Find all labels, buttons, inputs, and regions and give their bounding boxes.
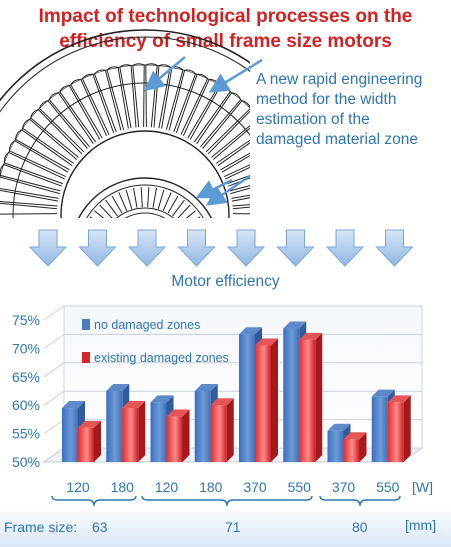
down-arrow: [177, 229, 216, 267]
power-label: 180: [199, 479, 223, 495]
bar-damage: [343, 432, 367, 462]
power-label: 120: [154, 479, 179, 495]
frame-size-label: Frame size:: [4, 519, 78, 535]
annotation-line-4: damaged material zone: [256, 131, 418, 148]
power-unit: [W]: [412, 479, 433, 495]
gridline: [43, 305, 422, 321]
frame-brace: [319, 495, 401, 507]
y-tick-label: 75%: [12, 312, 40, 328]
bar-damage: [122, 401, 146, 462]
bar-damage: [210, 398, 234, 462]
annotation-arrows: [144, 56, 263, 206]
frame-size-71: 71: [225, 519, 241, 535]
frame-size-80: 80: [352, 519, 368, 535]
frame-brace: [141, 495, 313, 507]
annotation-line-2: method for the width: [256, 91, 397, 108]
power-label: 550: [376, 479, 400, 495]
down-arrow: [276, 229, 315, 267]
frame-size-unit: [mm]: [405, 517, 437, 533]
power-label: 370: [243, 479, 267, 495]
annotation-line-1: A new rapid engineering: [256, 71, 423, 88]
frame-brace: [51, 495, 137, 507]
y-tick-label: 60%: [12, 397, 40, 413]
power-label: 180: [110, 479, 134, 495]
bar-damage: [255, 338, 278, 462]
legend-label-no-damage: no damaged zones: [94, 318, 201, 332]
page-title: Impact of technological processes on the…: [0, 4, 451, 54]
power-label: 370: [331, 479, 356, 495]
bar-damage: [166, 409, 190, 462]
legend-label-damage: existing damaged zones: [94, 351, 229, 365]
y-tick-label: 50%: [12, 454, 40, 470]
legend-no-damage: no damaged zones: [82, 318, 200, 332]
legend-swatch-blue: [82, 319, 90, 330]
title-line-2: efficiency of small frame size motors: [59, 31, 392, 52]
y-tick-label: 55%: [12, 426, 40, 442]
bar-damage: [78, 420, 101, 462]
down-arrow: [226, 229, 266, 267]
down-arrow: [127, 229, 167, 267]
down-arrow: [78, 229, 117, 267]
motor-efficiency-label: Motor efficiency: [171, 273, 280, 290]
frame-size-63: 63: [92, 519, 108, 535]
legend-swatch-red: [82, 352, 90, 363]
bar-damage: [299, 332, 323, 462]
power-label: 120: [66, 479, 90, 495]
down-arrow: [375, 229, 414, 267]
annotation-line-3: estimation of the: [256, 111, 370, 128]
y-tick-label: 65%: [12, 369, 40, 385]
y-tick-label: 70%: [12, 340, 40, 356]
bottom-band: [0, 506, 451, 547]
method-annotation: A new rapid engineering method for the w…: [256, 70, 451, 150]
down-arrows-row: [28, 229, 414, 267]
title-line-1: Impact of technological processes on the: [38, 6, 413, 27]
power-label: 550: [287, 479, 311, 495]
bar-damage: [387, 395, 411, 462]
down-arrow: [28, 229, 68, 267]
legend-damage: existing damaged zones: [82, 351, 229, 365]
down-arrow: [325, 229, 365, 267]
